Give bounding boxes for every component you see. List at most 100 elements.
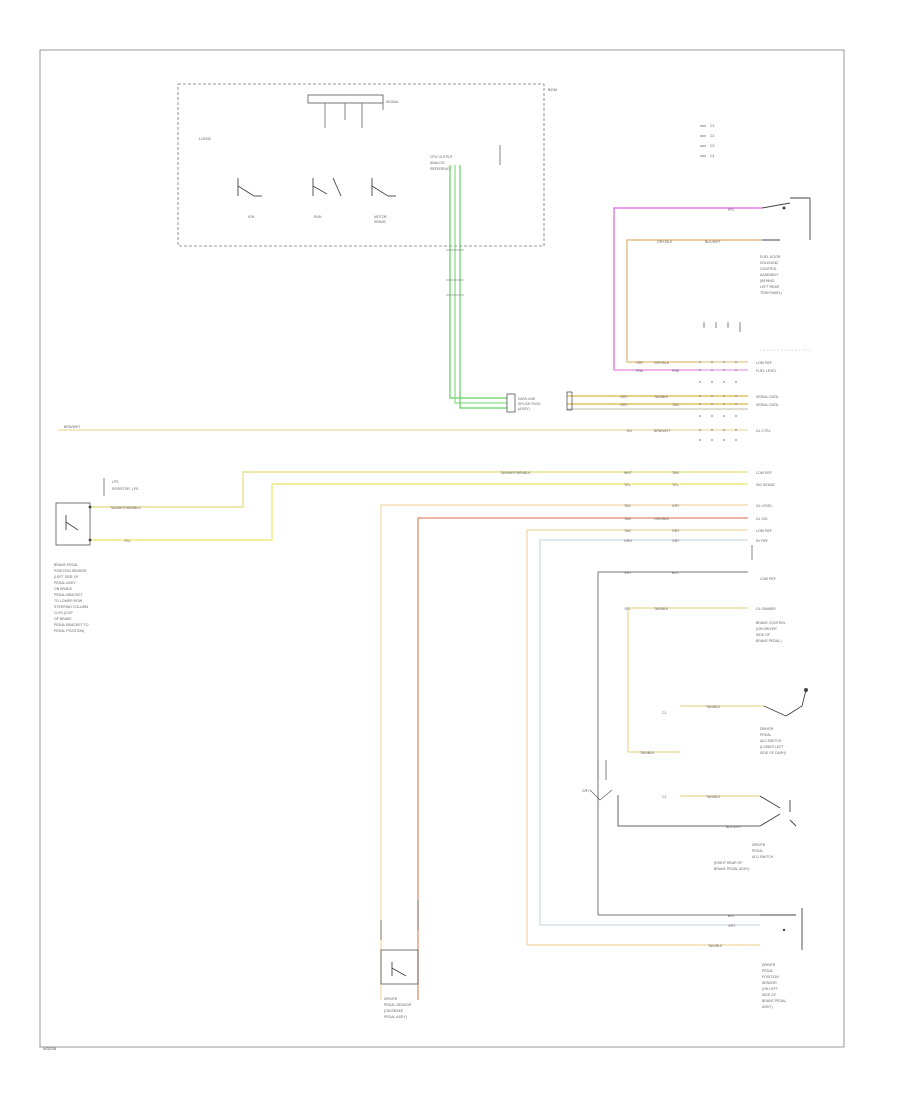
sw-a-label-2: PEDAL [760,733,772,737]
conn-a-row-1-label: LOW REF [756,361,772,365]
conn-a-row-4-label: SERIAL DATA [756,403,779,407]
fuel-door-label-6: LEFT REAR [760,285,780,289]
sw-b-label-5: BRAKE PEDAL ASSY) [714,867,749,871]
data-link-splice [506,393,516,413]
sw-c-w3: TAN/BLK [708,944,723,948]
legend-item-4: C4 [710,154,715,158]
module-switch-motor [371,178,396,197]
sw-b-label-2: PEDAL [752,849,764,853]
conn-a-row-3-w1: GRY [620,395,628,399]
left-sensor-label-9: CLIP) (CLIP [54,611,74,615]
left-sensor-wire-bot [90,483,748,541]
left-sensor-label-8: STEERING COLUMN [54,605,89,609]
sw-a-wire-label: TAN/BLK [706,705,721,709]
left-sensor-label-11: PEDAL BRACKET TO [54,623,89,627]
sw-c-label-4: SENSOR [762,981,777,985]
splice-label-1: DATA LINK [518,397,536,401]
conn-a-row-4-w2: TAN [672,403,679,407]
low-ref-wire [597,571,748,915]
left-sensor-note-1: LPS [112,480,119,484]
module-output-label-2: ANALOG [430,161,445,165]
conn-a-row-5-label: GL CTRL [756,429,771,433]
module-output-label-1: CPU OUTPUT [430,155,454,159]
conn-a-row-1-w2: GRY/BLK [654,361,670,365]
sw-b-wire-2 [617,795,760,827]
fuel-door-wire-label-3: BLK/WHT [705,240,721,244]
conn-a-row-3-label: SERIAL DATA [756,395,779,399]
conn-a-row-2-label: FUEL LEVEL [756,369,777,373]
sw-b-tag: C1 [662,795,667,799]
left-sensor-label-4: PEDAL ASSY; [54,581,76,585]
block-b-row-5-label: LOW REF [756,529,772,533]
splice-label-2: SPLICE PACK [518,402,541,406]
module-lamp-label: SIGNAL [386,100,399,104]
conn-a-row-2-w2: PNK [672,369,680,373]
block-b-row-6-wire [539,539,748,925]
left-sensor-label-10: OF BRAKE [54,617,72,621]
block-b-row-1-label: LOW REF [756,471,772,475]
block-b-row-3-label: GL LEVEL [756,504,772,508]
block-b-row-6-w1: GRN [624,539,632,543]
block-b-row-1-w1: WHT [624,471,633,475]
legend-item-1: C1 [710,124,715,128]
conn-a-row-5-w2: BRN/WHT [654,429,671,433]
sw-c-w1: BLK [728,914,735,918]
left-sensor-label-6: PEDAL BRACKET [54,593,84,597]
sw-c-label-7: BRAKE PEDAL [762,999,786,1003]
sw-b-label-4: (RIGHT REAR OF [714,861,743,865]
module-sub-label: LOGIC [199,136,212,141]
dimmer-w2: TAN/BLK [654,607,669,611]
dimmer-w1: YEL [624,607,631,611]
module-switch-label-2: RUN [314,215,322,219]
splice-label-3: (ASSY) [518,407,530,411]
legend-item-2: C2 [710,134,715,138]
conn-a-row-4-w1: GRY [620,403,628,407]
module-switch-label-4: SENSE [374,220,387,224]
dimmer-desc-3: SIDE OF [756,633,770,637]
dimmer-desc-2: (ON DRIVER [756,627,777,631]
conn-a-row-1-w1: GRY [636,361,644,365]
conn-a-row-3-w2: TAN/BLK [654,395,669,399]
block-b-row-1-w2: TAN [672,471,679,475]
module-name: BCM [548,87,557,92]
sw-a-wire-label-2: TAN/BLK [640,751,655,755]
sw-c-label-2: PEDAL [762,969,774,973]
bottom-sensor-label-2: PEDAL SENSOR [384,1003,412,1007]
sw-b-wire-label-2: BLK/WHT [726,825,742,829]
fuel-door-label-3: CONTROL [760,267,777,271]
left-sensor-label-3: (LEFT SIDE OF [54,575,79,579]
splice-junction [589,760,613,801]
block-b-row-5-w2: GRY [672,529,680,533]
bottom-sensor-label-3: (ON BRAKE [384,1009,404,1013]
sw-a-label-5: SIDE OF DASH) [760,751,786,755]
left-sensor-wire-bot-label: YEL [124,539,131,543]
sw-c-label-5: (ON LEFT [762,987,779,991]
sw-c-label-8: ASSY) [762,1005,773,1009]
left-sensor-label-2: POSITION SENSOR [54,569,87,573]
module-switch-label-1: IGN [248,215,255,219]
dimmer-desc-1: BRAKE CONTROL [756,621,786,625]
footer-code: W32S8 [43,1046,57,1051]
module-output-label-3: REFERENCE [430,167,452,171]
block-b-row-4-w1: TAN [624,517,631,521]
left-sensor-wire-top-label: TAN/WHT/BRNBLK [110,506,141,510]
fuel-door-solenoid [761,197,811,241]
block-b-row-3-w2: GRY [672,504,680,508]
sw-c-label-6: SIDE OF [762,993,776,997]
fuel-door-label-5: (BEHIND [760,279,775,283]
module-switch-run [312,177,342,197]
fuel-door-label-1: FUEL DOOR [760,255,781,259]
block-b-row-2-label: SIG SENSE [756,483,776,487]
conn-a-splice-2 [566,391,573,411]
sw-c-label-1: DRIVER [762,963,776,967]
control-module-box [177,83,545,247]
sw-c-sensor [760,908,803,950]
fuel-door-tan-wire [626,239,762,363]
legend [700,125,706,157]
sw-b-tag2: GRY [582,789,590,793]
module-switch-label-3: MOTOR [374,215,387,219]
sw-a-tag: C1 [662,711,667,715]
block-b-row-3-w1: TAN [624,504,631,508]
low-ref-w2: BLK [672,571,679,575]
